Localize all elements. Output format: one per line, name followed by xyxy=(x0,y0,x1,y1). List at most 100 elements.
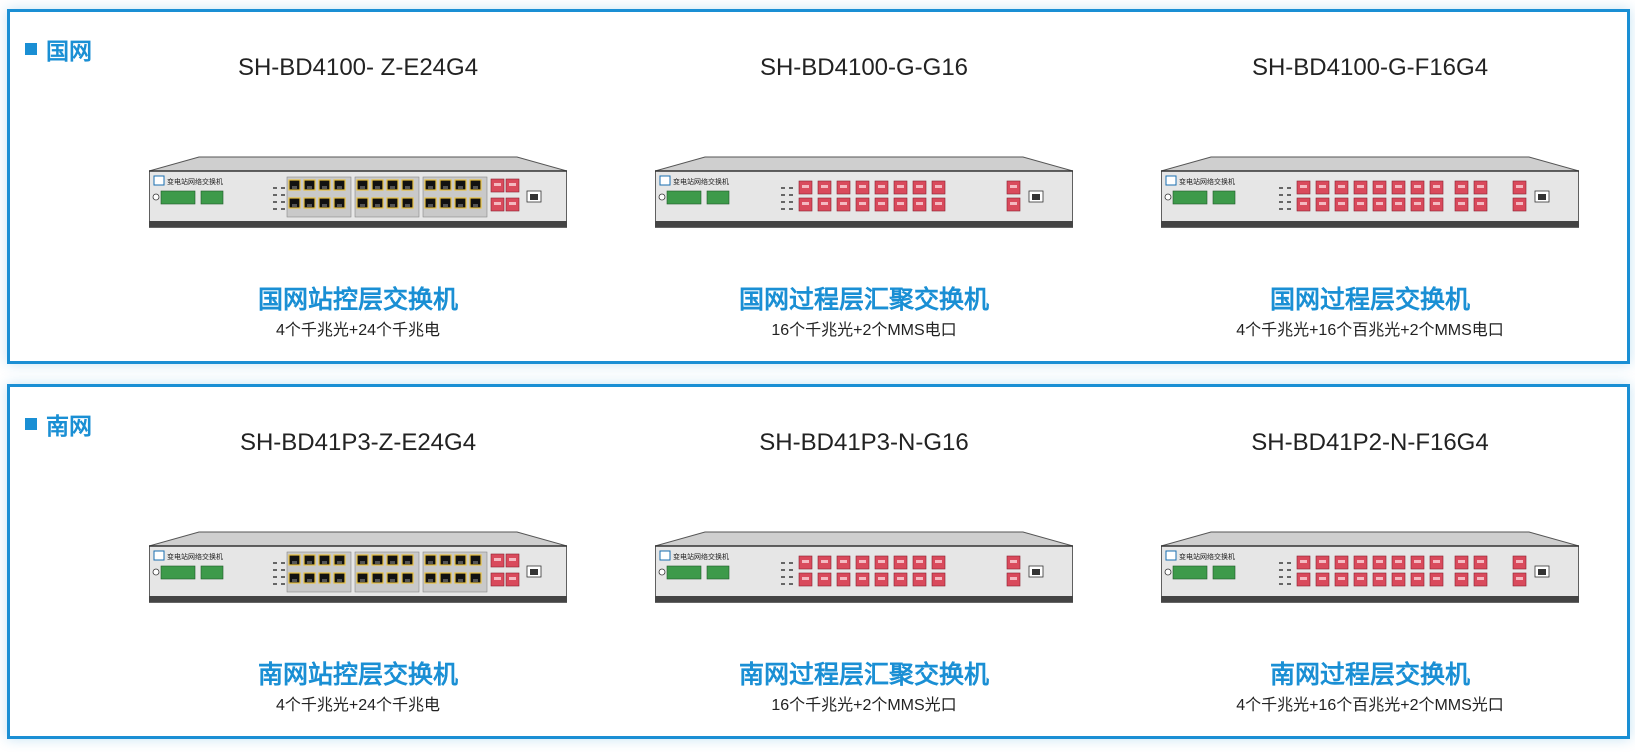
status-led xyxy=(789,569,793,571)
product-card[interactable]: SH-BD41P3-N-G16 变电站网络交换机 南网过程层汇聚交换机 16个千… xyxy=(614,387,1114,736)
rj45-port xyxy=(469,179,482,191)
switch-device-image: 变电站网络交换机 xyxy=(1161,531,1579,603)
rj45-port xyxy=(371,197,384,209)
rj45-port xyxy=(371,554,384,566)
sfp-slot xyxy=(1395,185,1402,188)
sfp-slot xyxy=(1516,560,1523,563)
rj45-port xyxy=(454,179,467,191)
sfp-slot xyxy=(1516,577,1523,580)
rj45-latch xyxy=(390,579,395,582)
status-led xyxy=(273,576,277,578)
sfp-slot xyxy=(1477,185,1484,188)
rj45-latch xyxy=(375,561,380,564)
rj45-port xyxy=(469,554,482,566)
rj45-port xyxy=(333,572,346,584)
product-card[interactable]: SH-BD41P2-N-F16G4 变电站网络交换机 南网过程层交换机 4个千兆… xyxy=(1120,387,1620,736)
status-led xyxy=(1279,569,1283,571)
power-terminal xyxy=(1172,565,1208,580)
device-label: 变电站网络交换机 xyxy=(1179,177,1235,186)
sfp-slot xyxy=(840,202,847,205)
sfp-slot xyxy=(1414,577,1421,580)
rj45-latch xyxy=(458,204,463,207)
rj45-latch xyxy=(292,186,297,189)
rj45-latch xyxy=(473,579,478,582)
section-state-grid: 国网 SH-BD4100- Z-E24G4 变电站网络交换机 国网站控层交换机 … xyxy=(7,9,1630,364)
sfp-slot xyxy=(494,202,501,205)
rj45-latch xyxy=(322,579,327,582)
rj45-latch xyxy=(292,579,297,582)
rj45-port xyxy=(303,179,316,191)
chassis-base xyxy=(655,221,1073,227)
status-led xyxy=(781,187,785,189)
rj45-latch xyxy=(443,561,448,564)
sfp-slot xyxy=(1300,185,1307,188)
switch-device-image: 变电站网络交换机 xyxy=(1161,156,1579,228)
product-card[interactable]: SH-BD4100-G-G16 变电站网络交换机 国网过程层汇聚交换机 16个千… xyxy=(614,12,1114,361)
product-spec: 16个千兆光+2个MMS电口 xyxy=(771,322,957,339)
product-name[interactable]: 国网过程层汇聚交换机 xyxy=(738,286,989,314)
device-label: 变电站网络交换机 xyxy=(673,177,729,186)
rj45-port xyxy=(386,572,399,584)
status-led xyxy=(1287,576,1291,578)
switch-device-image: 变电站网络交换机 xyxy=(149,156,567,228)
rj45-latch xyxy=(360,204,365,207)
sfp-slot xyxy=(916,560,923,563)
sfp-slot xyxy=(1338,560,1345,563)
rj45-latch xyxy=(458,561,463,564)
status-led xyxy=(281,576,285,578)
product-card[interactable]: SH-BD4100- Z-E24G4 变电站网络交换机 国网站控层交换机 4个千… xyxy=(108,12,608,361)
sfp-slot xyxy=(859,577,866,580)
rj45-port xyxy=(288,179,301,191)
console-socket xyxy=(1032,569,1040,575)
rj45-latch xyxy=(375,204,380,207)
chassis-top xyxy=(655,156,1073,172)
status-led xyxy=(789,562,793,564)
rj45-latch xyxy=(390,561,395,564)
status-led xyxy=(1287,194,1291,196)
status-led xyxy=(789,201,793,203)
sfp-slot xyxy=(1516,202,1523,205)
sfp-slot xyxy=(1395,577,1402,580)
sfp-slot xyxy=(821,577,828,580)
sfp-slot xyxy=(859,185,866,188)
rj45-latch xyxy=(375,186,380,189)
rj45-port xyxy=(371,179,384,191)
rj45-latch xyxy=(473,186,478,189)
status-led xyxy=(1287,201,1291,203)
console-socket xyxy=(1032,194,1040,200)
sfp-slot xyxy=(1433,185,1440,188)
sfp-slot xyxy=(1357,560,1364,563)
product-name[interactable]: 南网站控层交换机 xyxy=(257,661,458,689)
status-led xyxy=(789,187,793,189)
alarm-terminal xyxy=(706,565,730,580)
sfp-slot xyxy=(509,577,516,580)
status-led xyxy=(1279,562,1283,564)
rj45-port xyxy=(401,197,414,209)
product-name[interactable]: 国网站控层交换机 xyxy=(257,286,458,314)
alarm-terminal xyxy=(200,190,224,205)
status-led xyxy=(281,194,285,196)
square-bullet-icon xyxy=(25,43,37,55)
sfp-slot xyxy=(935,185,942,188)
product-name[interactable]: 南网过程层交换机 xyxy=(1269,661,1470,689)
product-model: SH-BD41P3-Z-E24G4 xyxy=(239,429,477,456)
rj45-port xyxy=(469,197,482,209)
rj45-port xyxy=(288,554,301,566)
rj45-latch xyxy=(473,561,478,564)
sfp-slot xyxy=(897,202,904,205)
status-led xyxy=(273,194,277,196)
status-led xyxy=(781,576,785,578)
rj45-port xyxy=(386,554,399,566)
product-card[interactable]: SH-BD41P3-Z-E24G4 变电站网络交换机 南网站控层交换机 4个千兆… xyxy=(108,387,608,736)
product-name[interactable]: 国网过程层交换机 xyxy=(1269,286,1470,314)
status-led xyxy=(1287,583,1291,585)
rj45-latch xyxy=(307,186,312,189)
rj45-port xyxy=(424,572,437,584)
device-label: 变电站网络交换机 xyxy=(167,177,223,186)
product-card[interactable]: SH-BD4100-G-F16G4 变电站网络交换机 国网过程层交换机 4个千兆… xyxy=(1120,12,1620,361)
product-name[interactable]: 南网过程层汇聚交换机 xyxy=(738,661,989,689)
sfp-slot xyxy=(1319,185,1326,188)
section-title: 国网 xyxy=(25,32,92,66)
rj45-latch xyxy=(337,579,342,582)
sfp-slot xyxy=(802,202,809,205)
